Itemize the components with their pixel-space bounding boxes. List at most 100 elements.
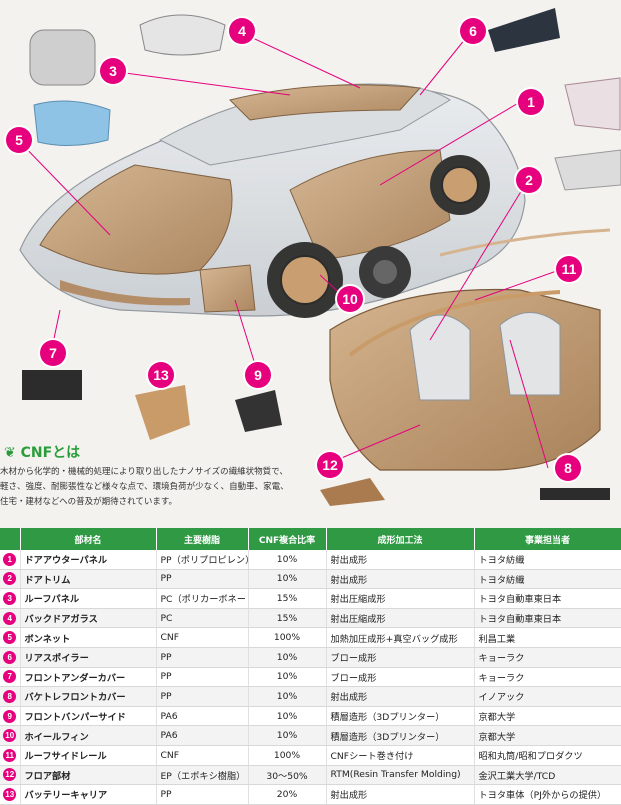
molding-method: 射出成形: [326, 569, 475, 590]
molding-method: 射出成形: [326, 686, 475, 707]
main-resin: PP: [156, 784, 249, 805]
business-owner: トヨタ紡織: [474, 569, 621, 590]
number-badge: 2: [3, 572, 17, 586]
main-resin: PC: [156, 608, 249, 629]
header-ratio: CNF複合比率: [248, 528, 327, 550]
main-resin: PP（ポリプロピレン）: [156, 550, 249, 570]
part-name: フロントバンパーサイド: [20, 706, 157, 727]
number-badge: 1: [3, 552, 17, 566]
row-number-badge: 2: [0, 569, 21, 590]
molding-method: RTM(Resin Transfer Molding): [326, 765, 475, 786]
callout-7: 7: [40, 340, 66, 366]
header-part: 部材名: [20, 528, 157, 550]
callout-12: 12: [317, 452, 343, 478]
cnf-ratio: 10%: [248, 686, 327, 707]
cnf-line: 木材から化学的・機械的処理により取り出したナノサイズの繊維状物質で、: [0, 467, 288, 477]
cnf-heading: ❦ CNFとは: [4, 442, 80, 462]
number-badge: 8: [3, 689, 17, 703]
car-diagram: [17, 8, 621, 506]
cnf-ratio: 10%: [248, 569, 327, 590]
main-resin: CNF: [156, 745, 249, 766]
part-name: ドアアウターパネル: [20, 550, 157, 570]
business-owner: キョーラク: [474, 667, 621, 688]
row-number-badge: 11: [0, 745, 21, 766]
cnf-ratio: 100%: [248, 627, 327, 648]
header-resin: 主要樹脂: [156, 528, 249, 550]
number-badge: 9: [3, 709, 17, 723]
number-badge: 11: [3, 748, 17, 762]
row-number-badge: 8: [0, 686, 21, 707]
business-owner: トヨタ自動車東日本: [474, 608, 621, 629]
table-header-row: 部材名 主要樹脂 CNF複合比率 成形加工法 事業担当者: [0, 528, 621, 550]
number-badge: 12: [3, 768, 17, 782]
part-name: フロントアンダーカバー: [20, 667, 157, 688]
row-number-badge: 1: [0, 550, 21, 570]
part-name: フロア部材: [20, 765, 157, 786]
business-owner: キョーラク: [474, 647, 621, 668]
cnf-ratio: 10%: [248, 706, 327, 727]
cnf-ratio: 20%: [248, 784, 327, 805]
main-resin: CNF: [156, 627, 249, 648]
number-badge: 7: [3, 670, 17, 684]
cnf-heading-text: CNFとは: [20, 445, 81, 461]
callout-13: 13: [148, 362, 174, 388]
part-name: バッテリーキャリア: [20, 784, 157, 805]
molding-method: CNFシート巻き付け: [326, 745, 475, 766]
callout-2: 2: [516, 167, 542, 193]
row-number-badge: 5: [0, 627, 21, 648]
number-badge: 5: [3, 631, 17, 645]
molding-method: 積層造形（3Dプリンター）: [326, 706, 475, 727]
header-no: [0, 528, 21, 550]
row-number-badge: 4: [0, 608, 21, 629]
cnf-ratio: 10%: [248, 647, 327, 668]
cnf-ratio: 10%: [248, 667, 327, 688]
business-owner: イノアック: [474, 686, 621, 707]
main-resin: PA6: [156, 706, 249, 727]
molding-method: 射出圧縮成形: [326, 608, 475, 629]
main-resin: PC（ポリカーボネート）: [156, 588, 249, 609]
business-owner: トヨタ車体（PJ外からの提供）: [474, 784, 621, 805]
row-number-badge: 6: [0, 647, 21, 668]
main-resin: PP: [156, 686, 249, 707]
callout-9: 9: [245, 362, 271, 388]
business-owner: 金沢工業大学/TCD: [474, 765, 621, 786]
leaf-icon: ❦: [4, 445, 16, 461]
row-number-badge: 7: [0, 667, 21, 688]
main-resin: PA6: [156, 725, 249, 746]
number-badge: 3: [3, 591, 17, 605]
callout-11: 11: [556, 256, 582, 282]
molding-method: ブロー成形: [326, 647, 475, 668]
part-name: ボンネット: [20, 627, 157, 648]
number-badge: 10: [3, 729, 17, 743]
business-owner: トヨタ自動車東日本: [474, 588, 621, 609]
cnf-ratio: 10%: [248, 550, 327, 570]
molding-method: 積層造形（3Dプリンター）: [326, 725, 475, 746]
molding-method: ブロー成形: [326, 667, 475, 688]
row-number-badge: 9: [0, 706, 21, 727]
cnf-ratio: 30～50%: [248, 765, 327, 786]
cnf-ratio: 15%: [248, 608, 327, 629]
molding-method: 射出成形: [326, 550, 475, 570]
callout-8: 8: [555, 455, 581, 481]
part-name: ルーフパネル: [20, 588, 157, 609]
cnf-line: 軽さ、強度、耐膨張性など様々な点で、環境負荷が少なく、自動車、家電、: [0, 482, 289, 492]
main-resin: PP: [156, 569, 249, 590]
business-owner: 京都大学: [474, 725, 621, 746]
callout-10: 10: [337, 286, 363, 312]
main-resin: PP: [156, 647, 249, 668]
row-number-badge: 13: [0, 784, 21, 805]
part-name: ホイールフィン: [20, 725, 157, 746]
header-owner: 事業担当者: [474, 528, 621, 550]
callout-4: 4: [229, 18, 255, 44]
